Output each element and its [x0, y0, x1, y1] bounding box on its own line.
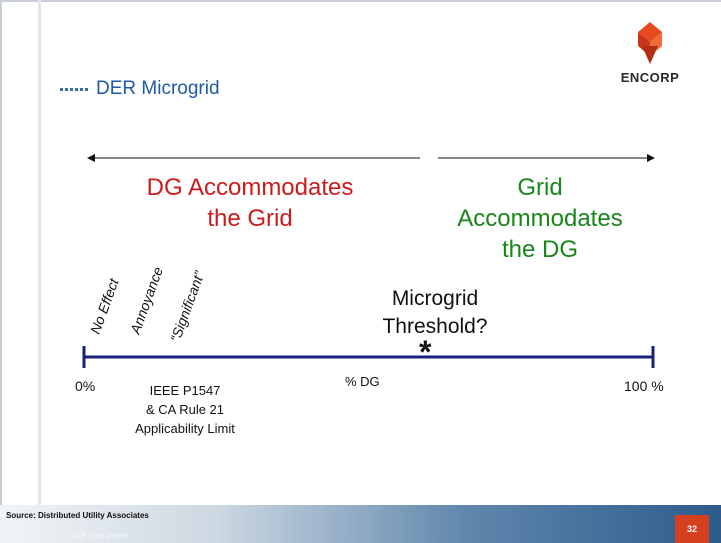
- microgrid-threshold-label: Microgrid Threshold?: [360, 285, 510, 341]
- source-note: Source: Distributed Utility Associates: [6, 511, 149, 520]
- encorp-logo: ENCORP: [600, 18, 700, 93]
- slide-left-border: [0, 0, 2, 543]
- diagram-lines: [82, 154, 655, 368]
- right-heading-line-3: the DG: [501, 236, 579, 263]
- threshold-line-1: Microgrid: [391, 287, 479, 310]
- axis-dg-label: % DG: [345, 374, 380, 389]
- grid-accommodates-dg-heading: Grid Accommodates the DG: [440, 172, 640, 265]
- right-heading-line-1: Grid: [517, 174, 563, 201]
- microgrid-diagram: DG Accommodates the Grid Grid Accommodat…: [75, 154, 664, 438]
- dg-accommodates-grid-heading: DG Accommodates the Grid: [120, 172, 380, 234]
- slide-footer: Source: Distributed Utility Associates p…: [0, 505, 721, 543]
- encorp-logo-icon: [638, 22, 662, 64]
- right-heading-line-2: Accommodates: [457, 205, 623, 232]
- left-vertical-rule: [38, 0, 41, 505]
- limit-line-3: Applicability Limit: [135, 421, 235, 436]
- limit-line-2: & CA Rule 21: [145, 402, 225, 417]
- slide-top-border: [0, 0, 721, 2]
- title-bullet-dots: [60, 87, 88, 91]
- left-heading-line-2: the Grid: [207, 205, 293, 232]
- footer-tagline: pick your power.: [72, 531, 130, 540]
- left-heading-line-1: DG Accommodates: [146, 174, 354, 201]
- slide-title: DER Microgrid: [96, 78, 220, 99]
- threshold-marker: *: [419, 334, 432, 370]
- logo-text: ENCORP: [620, 70, 680, 85]
- axis-end-label: 100 %: [624, 378, 664, 394]
- applicability-limit-label: IEEE P1547 & CA Rule 21 Applicability Li…: [120, 381, 250, 438]
- page-number-badge: 32: [675, 515, 709, 543]
- axis-start-label: 0%: [75, 378, 96, 394]
- limit-line-1: IEEE P1547: [149, 383, 221, 398]
- slide-title-block: DER Microgrid: [60, 78, 220, 100]
- threshold-line-2: Threshold?: [382, 315, 488, 338]
